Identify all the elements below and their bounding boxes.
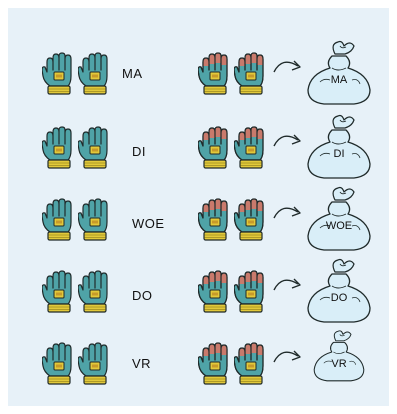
row-label: DO	[132, 288, 153, 303]
clean-gloves-icon	[42, 198, 108, 241]
laundry-bag-icon	[307, 114, 371, 179]
dirty-gloves-icon	[198, 270, 264, 313]
arrow-right-icon	[273, 278, 301, 291]
row-label: VR	[132, 356, 152, 371]
glove-row: VR VR	[8, 330, 389, 402]
clean-gloves-icon	[42, 52, 108, 95]
clean-gloves-icon	[42, 270, 108, 313]
arrow-right-icon	[273, 206, 301, 219]
dirty-gloves-icon	[198, 198, 264, 241]
arrow-right-icon	[273, 350, 301, 363]
bag-label: DO	[330, 292, 348, 304]
bag-label: MA	[330, 74, 348, 86]
bag-label: VR	[331, 358, 347, 370]
dirty-gloves-icon	[198, 52, 264, 95]
glove-row: MA MA	[8, 40, 389, 112]
dirty-gloves-icon	[198, 342, 264, 385]
row-label: MA	[122, 66, 143, 81]
illustration-panel: MA MA DI DI	[8, 8, 389, 406]
laundry-bag-icon	[307, 40, 371, 105]
dirty-gloves-icon	[198, 126, 264, 169]
laundry-bag-icon	[313, 330, 365, 382]
clean-gloves-icon	[42, 342, 108, 385]
glove-row: WOE WOE	[8, 186, 389, 258]
row-label: DI	[132, 144, 146, 159]
arrow-right-icon	[273, 134, 301, 147]
laundry-bag-icon	[307, 186, 371, 251]
row-label: WOE	[132, 216, 165, 231]
glove-row: DO DO	[8, 258, 389, 330]
laundry-bag-icon	[307, 258, 371, 323]
glove-row: DI DI	[8, 114, 389, 186]
bag-label: WOE	[325, 220, 353, 232]
clean-gloves-icon	[42, 126, 108, 169]
bag-label: DI	[333, 148, 345, 160]
arrow-right-icon	[273, 60, 301, 73]
